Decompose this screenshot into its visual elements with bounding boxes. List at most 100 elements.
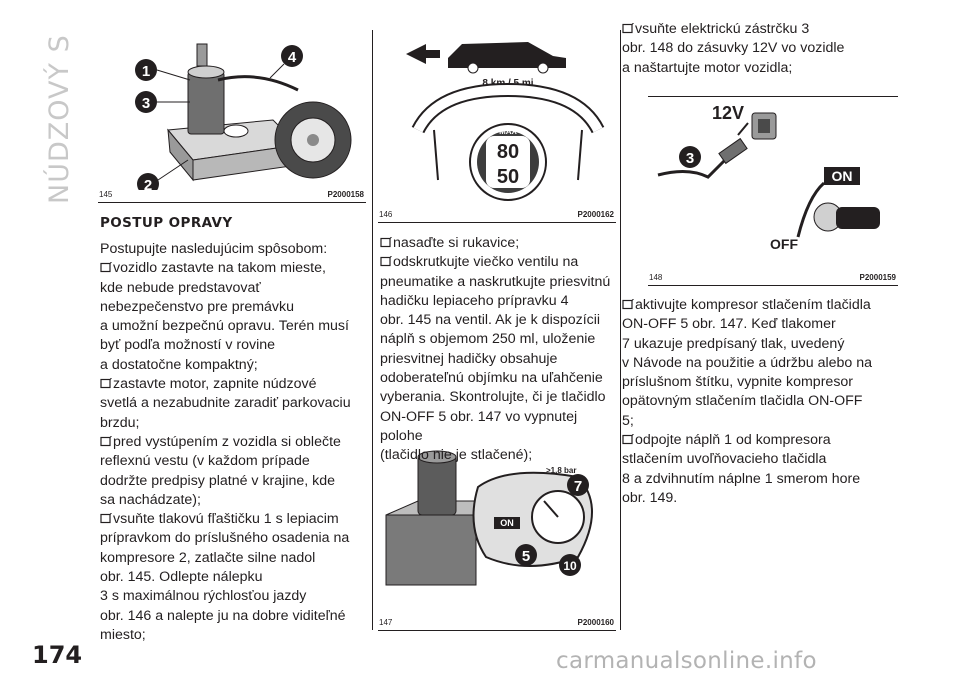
bullet-list: vozidlo zastavte na takom mieste, kde neb… <box>100 259 368 645</box>
bullet-item-line: hadičku lepiaceho prípravku 4 <box>380 292 620 311</box>
column-divider-1 <box>372 30 373 630</box>
on-badge: ON <box>500 518 514 528</box>
bullet-text: obr. 149. <box>622 489 678 506</box>
section-heading: POSTUP OPRAVY <box>100 215 233 231</box>
bullet-text: kde nebude predstavovať <box>100 279 261 296</box>
bullet-item-line: 7 ukazuje predpísaný tlak, uvedený <box>622 335 902 354</box>
bullet-item-line-first: zastavte motor, zapnite núdzové <box>100 375 368 394</box>
bullet-text: 8 a zdvihnutím náplne 1 smerom hore <box>622 470 861 487</box>
bullet-text: byť podľa možností v rovine <box>100 337 276 354</box>
pressure-label: >1,8 bar <box>546 466 576 475</box>
figure-148: 12V 3 ON OFF 148 P2000159 <box>648 96 898 286</box>
bullet-text: obr. 145. Odlepte nálepku <box>100 569 263 586</box>
bullet-item-line: prípravkom do príslušného osadenia na <box>100 529 368 548</box>
bullet-text: miesto; <box>100 626 146 643</box>
bullet-text: nasaďte si rukavice; <box>393 235 520 251</box>
bullet-item-line: obr. 146 a nalepte ju na dobre viditeľné <box>100 607 368 626</box>
figure-number: 147 <box>379 618 393 627</box>
page-number: 174 <box>32 641 83 669</box>
volt-label: 12V <box>712 103 744 123</box>
bullet-marker-icon <box>100 262 112 273</box>
bullet-text: stlačením uvoľňovacieho tlačidla <box>622 451 827 468</box>
bullet-text: 5; <box>622 412 634 429</box>
bullet-text: reflexnú vestu (v každom prípade <box>100 453 310 470</box>
speed-mph: 50 <box>497 166 519 188</box>
figure-number: 145 <box>99 190 113 199</box>
callout-3: 3 <box>142 95 150 112</box>
bullet-item-line: obr. 145. Odlepte nálepku <box>100 568 368 587</box>
bullet-item-line-first: aktivujte kompresor stlačením tlačidla <box>622 296 902 315</box>
bullet-item-line: brzdu; <box>100 414 368 433</box>
bullet-marker-icon <box>100 378 112 389</box>
speed-kmh: 80 <box>497 141 519 163</box>
column-1-text: POSTUP OPRAVY Postupujte nasledujúcim sp… <box>100 214 368 645</box>
bullet-text: zastavte motor, zapnite núdzové <box>113 376 317 393</box>
bullet-text: a naštartujte motor vozidla; <box>622 59 793 76</box>
callout-1: 1 <box>142 63 150 80</box>
bullet-text: odoberateľnú objímku na uľahčenie <box>380 370 603 387</box>
side-title-text: NÚDZOVÝ STAV <box>43 36 75 204</box>
figure-code: P2000158 <box>327 190 364 199</box>
bullet-item-line: nebezpečenstvo pre premávku <box>100 298 368 317</box>
bullet-marker-icon <box>622 23 634 34</box>
bullet-text: príslušnom štítku, vypnite kompresor <box>622 374 854 391</box>
bullet-text: brzdu; <box>100 414 140 431</box>
bullet-marker-icon <box>622 434 634 445</box>
bullet-item-line: stlačením uvoľňovacieho tlačidla <box>622 450 902 469</box>
bullet-text: 3 s maximálnou rýchlosťou jazdy <box>100 588 307 605</box>
bullet-item-line: miesto; <box>100 626 368 645</box>
bullet-item-line: a umožní bezpečnú opravu. Terén musí <box>100 317 368 336</box>
bullet-text: odpojte náplň 1 od kompresora <box>635 432 831 449</box>
figure-147: >1,8 bar ON 7 5 10 147 P2000160 <box>378 447 616 631</box>
figure-146: 8 km / 5 mi MAX 80 50 146 P2000162 <box>378 30 616 223</box>
bullet-text: opätovným stlačením tlačidla ON-OFF <box>622 393 863 410</box>
on-label: ON <box>832 168 853 184</box>
bullet-item-line-first: nasaďte si rukavice; <box>380 234 620 253</box>
bullet-item-line: v Návode na použitie a údržbu alebo na <box>622 354 902 373</box>
bullet-item-line: opätovným stlačením tlačidla ON-OFF <box>622 392 902 411</box>
max-label: MAX <box>499 127 517 136</box>
bullet-text: svetlá a nezabudnite zaradiť parkovaciu <box>100 395 351 412</box>
bullet-text: priesvitnej hadičky obsahuje <box>380 350 558 367</box>
bullet-text: a umožní bezpečnú opravu. Terén musí <box>100 318 349 335</box>
bullet-item-line-first: pred vystúpením z vozidla si oblečte <box>100 433 368 452</box>
bullet-item-line: odoberateľnú objímku na uľahčenie <box>380 369 620 388</box>
column-2-text: nasaďte si rukavice;odskrutkujte viečko … <box>380 234 620 466</box>
figure-number: 146 <box>379 210 393 219</box>
bullet-item-line: priesvitnej hadičky obsahuje <box>380 350 620 369</box>
bullet-item-line: 3 s maximálnou rýchlosťou jazdy <box>100 587 368 606</box>
callout-10: 10 <box>563 559 577 573</box>
bullet-item-line-first: vsuňte elektrickú zástrčku 3 <box>622 20 902 39</box>
bullet-item-line: sa nachádzate); <box>100 491 368 510</box>
bullet-item-line: dodržte predpisy platné v krajine, kde <box>100 472 368 491</box>
bullet-item-line: obr. 145 na ventil. Ak je k dispozícii <box>380 311 620 330</box>
bullet-text: hadičku lepiaceho prípravku 4 <box>380 292 569 309</box>
watermark-text: carmanualsonline.info <box>556 648 817 674</box>
figure-code: P2000160 <box>577 618 614 627</box>
bullet-text: pred vystúpením z vozidla si oblečte <box>113 433 341 450</box>
bullet-text: nebezpečenstvo pre premávku <box>100 298 295 315</box>
bullet-text: dodržte predpisy platné v krajine, kde <box>100 472 336 489</box>
bullet-item-line: pneumatike a naskrutkujte priesvitnú <box>380 273 620 292</box>
bullet-item-line: obr. 148 do zásuvky 12V vo vozidle <box>622 39 902 58</box>
bullet-text: prípravkom do príslušného osadenia na <box>100 530 350 547</box>
bullet-text: 7 ukazuje predpísaný tlak, uvedený <box>622 335 845 352</box>
speed-sticker-illustration: 8 km / 5 mi MAX 80 50 <box>406 42 605 201</box>
bullet-item-line: vyberania. Skontrolujte, či je tlačidlo <box>380 388 620 407</box>
bullet-item-line: 8 a zdvihnutím náplne 1 smerom hore <box>622 470 902 489</box>
compressor-gauge-illustration: >1,8 bar ON 7 5 10 <box>385 450 593 586</box>
compressor-illustration: 1 3 2 4 <box>135 43 352 195</box>
bullet-text: a dostatočne kompaktný; <box>100 356 258 373</box>
bullet-item-line: 5; <box>622 412 902 431</box>
bullet-text: vozidlo zastavte na takom mieste, <box>113 260 326 277</box>
bullet-item-line: svetlá a nezabudnite zaradiť parkovaciu <box>100 394 368 413</box>
bullet-item-line: ON-OFF 5 obr. 147 vo vypnutej polohe <box>380 408 620 447</box>
bullet-item-line: obr. 149. <box>622 489 902 508</box>
bullet-text: vsuňte tlakovú fľaštičku 1 s lepiacim <box>113 511 339 528</box>
bullet-item-line: a dostatočne kompaktný; <box>100 356 368 375</box>
callout-5: 5 <box>522 548 530 565</box>
